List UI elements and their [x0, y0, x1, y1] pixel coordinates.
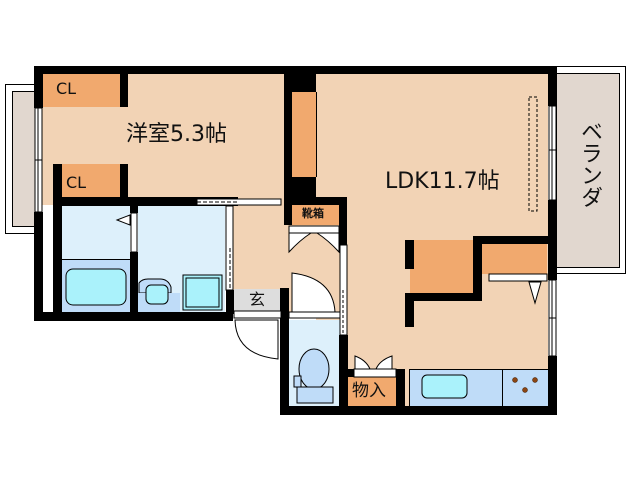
wall-right-upper [548, 66, 557, 106]
wall-closet-top-right [120, 66, 128, 107]
storage-closet[interactable] [348, 377, 396, 406]
wall-ldk-closet-bottom [405, 293, 482, 301]
wall-ldk-closet-mid [473, 236, 482, 301]
toilet-tank-icon [296, 386, 334, 404]
wall-ldk-closet-left-top [405, 240, 414, 269]
wall-hall-right-lower [339, 335, 348, 415]
wall-entrance-right [280, 288, 289, 312]
storage-label: 物入 [352, 381, 386, 401]
window-right-upper [548, 105, 557, 201]
veranda-label: ベランダ [577, 120, 602, 208]
wall-bottom-right [280, 406, 557, 415]
washing-machine-pan-icon [182, 274, 223, 311]
toilet-door-swing [291, 272, 336, 313]
wall-wash-right [226, 290, 234, 314]
ldk-closet-right[interactable] [481, 244, 547, 274]
shower-head-icon [115, 214, 131, 226]
wall-ldk-left-mid-block [292, 177, 316, 197]
shoe-box[interactable] [289, 205, 339, 225]
hall-sliding-door [339, 244, 348, 336]
western-room-label: 洋室5.3帖 [126, 122, 227, 147]
wall-bottom-left [34, 312, 233, 321]
ldk-label: LDK11.7帖 [385, 169, 500, 194]
wall-bath-left [53, 197, 62, 317]
wall-shoebox-top [284, 197, 347, 205]
stove-burners-icon [512, 377, 538, 393]
kitchen-sink-icon [421, 374, 468, 399]
toilet-bowl-icon [298, 348, 330, 390]
entrance-label: 玄 [249, 290, 266, 309]
storage-doors [353, 355, 397, 378]
ldk-wall-closet[interactable] [292, 92, 317, 177]
bath-door [130, 212, 138, 253]
kitchen-divider [502, 369, 503, 406]
wall-left-lower [34, 212, 43, 321]
wall-bath-wash [130, 206, 138, 213]
wall-western-bath [53, 197, 238, 206]
wall-shoebox-right [339, 197, 347, 245]
closet-top[interactable] [42, 74, 121, 107]
bathtub-icon [65, 268, 127, 306]
wall-toilet-left [280, 312, 289, 415]
ldk-right-closet-door [488, 273, 548, 305]
closet-bottom[interactable] [62, 164, 121, 197]
wall-bath-wash-lower [130, 252, 138, 314]
wall-left-upper [34, 66, 43, 108]
wall-ldk-closet-top-right [473, 236, 557, 244]
window-right-lower [548, 279, 557, 357]
wall-storage-top-left [348, 369, 354, 377]
closet-bottom-label: CL [66, 173, 87, 192]
veranda-floor [556, 73, 620, 268]
ac-unit-outline [528, 96, 538, 212]
wall-storage-right [396, 369, 405, 415]
wall-ldk-left [284, 66, 292, 225]
window-left [34, 107, 43, 213]
wall-ldk-left-top-block [292, 74, 316, 92]
entrance-floor [234, 289, 281, 311]
shoe-box-label: 靴箱 [302, 207, 324, 220]
shoebox-doors [288, 225, 340, 254]
wall-closet-bottom-left [53, 164, 62, 206]
closet-top-label: CL [56, 79, 77, 98]
wall-right-lower [548, 356, 557, 414]
entrance-door-swing [234, 319, 279, 360]
wall-top [34, 66, 557, 74]
wall-closet-bottom-right [120, 164, 128, 206]
wall-ldk-closet-left-bottom [405, 293, 414, 327]
sliding-door-washroom [225, 205, 234, 291]
sliding-door-western [196, 198, 282, 206]
ldk-closet-center[interactable] [410, 240, 474, 293]
